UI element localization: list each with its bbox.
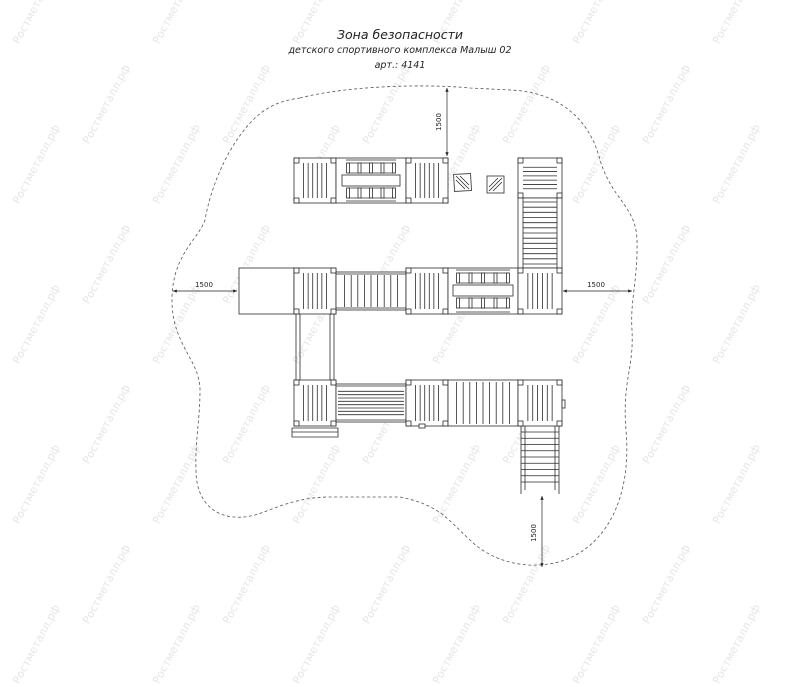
drawing-subtitle: детского спортивного комплекса Малыш 02 <box>288 45 512 56</box>
dimension-left: 1500 <box>173 281 237 293</box>
ladder-rung <box>456 272 460 284</box>
drawing-title: Зона безопасности <box>337 27 463 42</box>
ladder-rung <box>481 297 485 309</box>
middle-right-platform <box>517 267 563 315</box>
bottom-ladder <box>520 426 560 494</box>
svg-text:1500: 1500 <box>435 113 443 131</box>
ladder-rung <box>493 272 498 284</box>
watermark-text: Ростметалл.рф <box>150 602 203 686</box>
ladder-rung <box>493 297 498 309</box>
middle-bridge <box>335 271 407 311</box>
article-number: арт.: 4141 <box>374 60 426 71</box>
watermark-text: Ростметалл.рф <box>10 602 63 686</box>
ladder-rung <box>380 187 385 199</box>
svg-text:1500: 1500 <box>195 281 213 289</box>
vertical-ladder-right <box>517 197 563 269</box>
ladder-rung <box>369 187 373 199</box>
upper-middle-platform <box>405 157 449 204</box>
middle-left-platform <box>293 267 337 315</box>
dimension-top: 1500 <box>435 88 449 156</box>
upper-left-platform <box>293 157 337 204</box>
svg-text:1500: 1500 <box>587 281 605 289</box>
lower-center-platform <box>405 379 449 429</box>
ladder-rung <box>369 162 373 174</box>
safety-zone-drawing: 1500 1500 1500 1500 <box>171 85 638 567</box>
safety-zone-boundary <box>171 85 638 566</box>
middle-center-platform <box>405 267 449 315</box>
ladder-rung <box>392 187 396 199</box>
ladder-rung <box>506 297 510 309</box>
upper-right-platform <box>517 157 563 199</box>
lower-bridge <box>335 383 407 423</box>
ladder-rung <box>380 162 385 174</box>
vertical-connector <box>295 314 335 380</box>
ladder-rung <box>506 272 510 284</box>
ladder-rung <box>456 297 460 309</box>
ladder-rung <box>392 162 396 174</box>
watermark-text: Ростметалл.рф <box>290 602 343 686</box>
ladder-rung <box>346 187 350 199</box>
ladder-rung <box>468 272 473 284</box>
ladder-rung <box>357 187 362 199</box>
middle-ladder-section <box>447 267 519 315</box>
watermark-text: Ростметалл.рф <box>710 602 763 686</box>
diagram-canvas: Ростметалл.рф Ростметалл.рф Ростметалл.рф Р… <box>10 0 763 686</box>
ladder-rung <box>481 272 485 284</box>
lower-long-bridge <box>447 379 519 427</box>
ladder-rung <box>468 297 473 309</box>
svg-text:1500: 1500 <box>530 524 538 542</box>
lower-left-platform <box>291 379 339 438</box>
dimension-right: 1500 <box>563 281 632 293</box>
watermark-text: Ростметалл.рф <box>570 602 623 686</box>
upper-ladder-section <box>335 157 407 204</box>
ladder-rung <box>346 162 350 174</box>
watermark-text: Ростметалл.рф <box>430 602 483 686</box>
dimension-bottom: 1500 <box>530 496 544 567</box>
ladder-rung <box>357 162 362 174</box>
left-slide-ramp <box>238 267 295 315</box>
lower-right-platform <box>517 379 566 427</box>
drawing-title-block: Зона безопасности детского спортивного к… <box>250 26 550 73</box>
diamond-steps <box>453 173 505 194</box>
